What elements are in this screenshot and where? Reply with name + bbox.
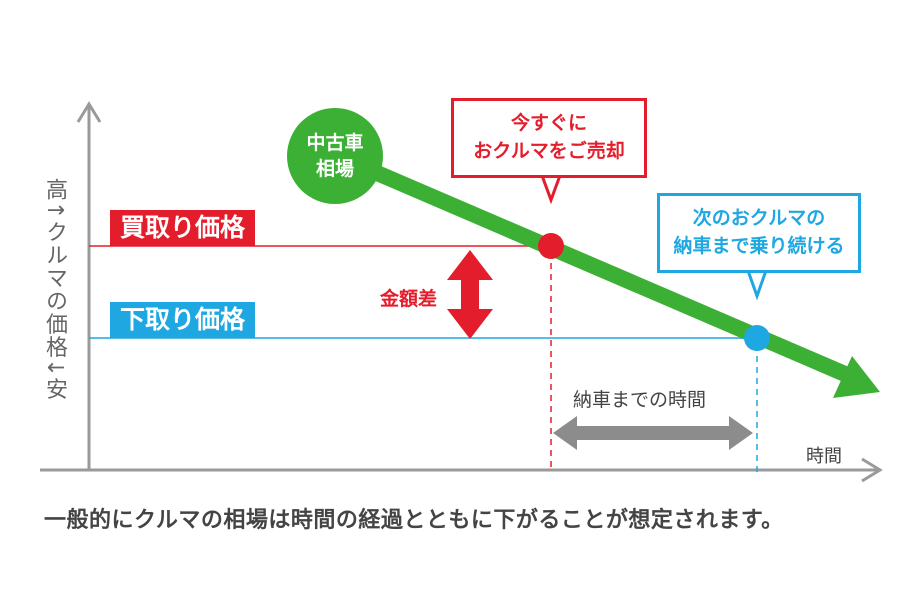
market-label-line2: 相場	[315, 158, 354, 180]
callout-sell-now-line2: おクルマをご売却	[473, 140, 625, 162]
trade-in-price-label: 下取り価格	[110, 302, 256, 338]
x-axis-label: 時間	[806, 446, 842, 467]
x-axis-arrowhead	[861, 457, 883, 483]
callout-keep-driving: 次のおクルマの 納車まで乗り続ける	[657, 193, 861, 273]
period-label: 納車までの時間	[573, 389, 707, 411]
y-axis-label: 高↑クルマの価格↓安	[42, 178, 67, 401]
callout-sell-now-line1: 今すぐに	[510, 112, 587, 134]
difference-arrow	[447, 250, 493, 339]
sell-now-point	[538, 233, 564, 259]
callout-sell-now: 今すぐに おクルマをご売却	[451, 98, 647, 178]
trade-in-point	[744, 325, 770, 351]
market-price-badge: 中古車 相場	[287, 108, 383, 204]
caption: 一般的にクルマの相場は時間の経過とともに下がることが想定されます。	[44, 508, 784, 533]
market-label-line1: 中古車	[306, 132, 364, 154]
market-trend-arrowhead	[833, 356, 880, 398]
callout-keep-driving-line2: 納車まで乗り続ける	[673, 235, 845, 257]
callout-keep-driving-line1: 次のおクルマの	[692, 207, 826, 229]
y-axis-arrowhead	[76, 101, 102, 123]
difference-label: 金額差	[380, 288, 438, 310]
buy-price-label: 買取り価格	[110, 210, 256, 246]
period-arrow	[553, 416, 753, 450]
